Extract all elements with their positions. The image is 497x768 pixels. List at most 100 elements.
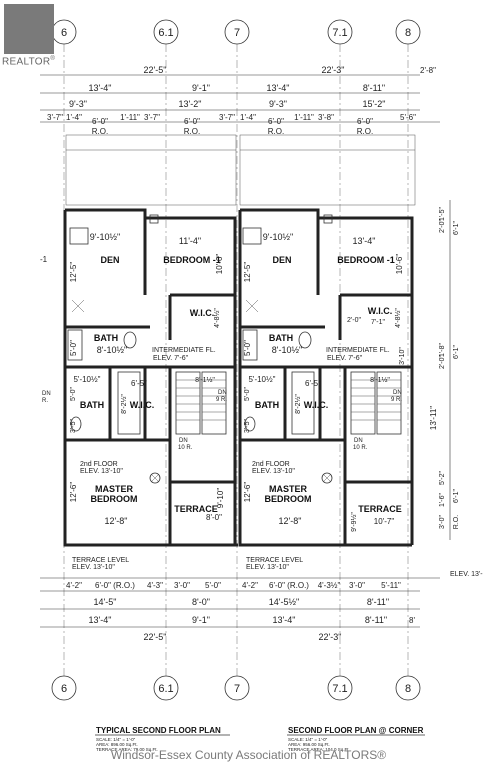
room-label-wic: W.I.C. [190, 308, 215, 318]
intermediate-elev: ELEV. 7'-6" [327, 355, 363, 362]
dim-text: 9'-1" [192, 615, 210, 625]
dim-text: 6'-0" [184, 117, 200, 126]
dim-text: 8'-11" [365, 615, 387, 625]
stair-risers: 10 R. [353, 445, 368, 451]
dim-text: 4'-2" [66, 581, 82, 590]
right-unit-labels: 9'-10½" DEN 12'-5" 13'-4" BEDROOM -1 10'… [243, 232, 438, 532]
dim-text: 8'-1½" [195, 376, 215, 384]
dim-text: 3'-7" [219, 113, 235, 122]
drawing-note: AREA: 956.00 Sq.Ft. [288, 742, 330, 747]
dim-text: 9'-10½" [90, 232, 120, 242]
stair-dn: DN [218, 390, 227, 396]
top-dimensions: 22'-5" 22'-3" 2'-8" 13'-4" 9'-1" 13'-4" … [40, 65, 440, 136]
dim-text: 13'-4" [89, 83, 112, 93]
dim-text: 12'-5" [69, 262, 78, 283]
dim-text: 2'-0" [439, 355, 446, 369]
room-label-terrace: TERRACE [358, 504, 402, 514]
bottom-dimensions: TERRACE LEVEL ELEV. 13'-10" TERRACE LEVE… [40, 557, 483, 642]
edge-text: -1 [40, 255, 48, 264]
dim-text: 3'-7" [47, 113, 63, 122]
dim-text: 1'-5" [439, 207, 446, 221]
dim-text: 8'-2½" [294, 394, 302, 414]
floor-label: 2nd FLOOR [80, 461, 118, 468]
dim-text: 5'-2" [439, 471, 446, 485]
dim-text: 3'-0" [174, 581, 190, 590]
dim-text: 5'-6" [400, 113, 416, 122]
dim-text: 15'-2" [363, 99, 386, 109]
dim-text: 3'-8" [318, 113, 334, 122]
dim-text: 3'-0" [349, 581, 365, 590]
dim-text: 22'-3" [322, 65, 345, 75]
dim-text: 8'-2½" [120, 394, 128, 414]
terrace-level: TERRACE LEVEL [72, 557, 129, 564]
grid-label: 6.1 [158, 27, 173, 39]
room-label-master: BEDROOM [91, 494, 138, 504]
dim-text: 6'-1" [453, 489, 460, 503]
stair-risers: 9 R. [391, 397, 402, 403]
dim-text: 5'-0" [243, 340, 252, 356]
drawing-note: AREA: 896.00 Sq.Ft. [96, 742, 138, 747]
room-label-bath: BATH [269, 333, 293, 343]
dim-text: 22'-3" [319, 632, 342, 642]
dim-text: 8'-10½" [272, 345, 302, 355]
stair-risers: 10 R. [178, 445, 193, 451]
dim-text: 13'-4" [353, 236, 376, 246]
dim-text: 9'-3" [269, 99, 287, 109]
dim-text: 2'-8" [420, 66, 436, 75]
dim-text: 6'-0" (R.O.) [269, 581, 309, 590]
drawing-note: TERRACE AREA: 104.0 Sq.Ft. [288, 747, 350, 752]
dim-text: 6'-0" [357, 117, 373, 126]
dim-text: 10'-7" [374, 517, 395, 526]
dim-text: 1'-6" [439, 493, 446, 507]
terrace-elev: ELEV. 13'-10" [246, 564, 289, 571]
drawing-note: SCALE: 1/4" = 1'-0" [96, 737, 136, 742]
room-label-bath2: BATH [255, 400, 279, 410]
room-label-bath2: BATH [80, 400, 104, 410]
realtor-logo-icon [4, 4, 54, 54]
dim-text: 9'-9½" [350, 512, 358, 532]
dim-text: 3'-10" [399, 347, 406, 365]
drawing-title-left: TYPICAL SECOND FLOOR PLAN [96, 726, 221, 735]
dim-text: 4'-3½" [318, 581, 341, 590]
upper-area-outline [65, 134, 416, 206]
room-label-wic2: W.I.C. [304, 400, 329, 410]
edge-text: DN [42, 391, 51, 397]
dim-text: 5'-0" [69, 340, 78, 356]
dim-text: 12'-8" [105, 516, 128, 526]
dim-text: 8'-0" [206, 513, 222, 522]
realtor-logo-text: REALTOR® [2, 56, 56, 68]
dim-text: 9'-10½" [263, 232, 293, 242]
dim-text: 5'-10½" [73, 375, 100, 384]
grid-label: 6 [61, 27, 67, 39]
room-label-bath: BATH [94, 333, 118, 343]
stairs-left [175, 371, 227, 435]
dim-text: 6'-0" [92, 117, 108, 126]
dim-text: 4'-2" [242, 581, 258, 590]
dim-text: 13'-4" [89, 615, 112, 625]
dim-text: 2'-0" [347, 317, 361, 324]
right-edge-dims: 1'-5" 2'-0" 6'-1" 1'-8" 2'-0" 6'-1" 5'-2… [439, 200, 460, 540]
dim-text: 1'-4" [66, 113, 82, 122]
dim-text: 11'-4" [179, 236, 201, 246]
grid-label: 7.1 [332, 27, 347, 39]
dim-text: 1'-4" [240, 113, 256, 122]
right-unit-walls [238, 208, 414, 547]
dim-text: 6'-1" [453, 221, 460, 235]
edge-elev: ELEV. 13'- [450, 571, 483, 578]
edge-text: R. [42, 398, 48, 404]
dim-text: 22'-5" [144, 632, 167, 642]
intermediate-elev: ELEV. 7'-6" [153, 355, 189, 362]
dim-text: 5'-0" [70, 387, 77, 401]
dim-text: 3'-0" [439, 515, 446, 529]
ro-label: R.O. [268, 127, 284, 136]
grid-label: 7.1 [332, 683, 347, 695]
intermediate-floor: INTERMEDIATE FL. [326, 347, 390, 354]
dim-text: 2'-0" [439, 219, 446, 233]
dim-text: 8'-11" [367, 597, 389, 607]
floor-label: 2nd FLOOR [252, 461, 290, 468]
grid-label: 8 [405, 27, 411, 39]
stair-dn: DN [179, 438, 188, 444]
dim-text: 5'-10½" [248, 375, 275, 384]
ro-label: R.O. [184, 127, 200, 136]
